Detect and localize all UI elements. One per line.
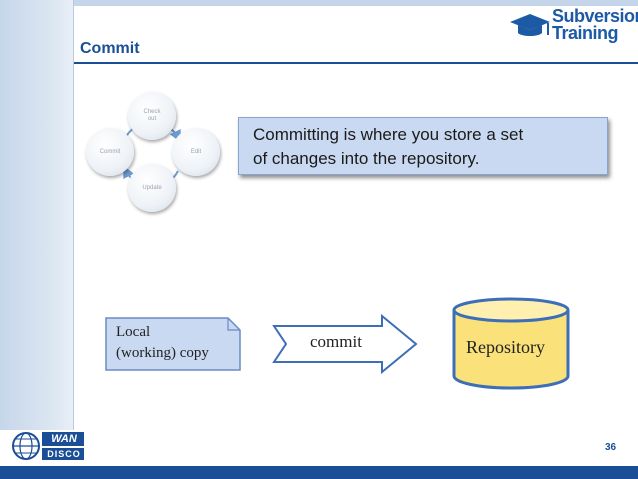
repository-cylinder [452, 297, 570, 390]
page-number: 36 [605, 442, 617, 453]
local-line-2: (working) copy [116, 345, 209, 361]
commit-arrow [272, 314, 418, 374]
disco-text: DISCO [47, 449, 81, 459]
bottom-bar [0, 466, 638, 479]
cycle-edit-label: Edit [190, 148, 202, 155]
local-working-copy: Local (working) copy [104, 316, 242, 372]
commit-arrow-label: commit [310, 332, 362, 351]
definition-callout: Committing is where you store a set of c… [238, 117, 608, 175]
subversion-training-logo: Subversion Training [508, 7, 638, 48]
cycle-checkout-line1: Check [143, 109, 161, 115]
cycle-node-update: Update [128, 164, 176, 212]
top-decorative-rail [74, 0, 638, 6]
repository-label: Repository [466, 337, 545, 357]
brand-line-1: Subversion [552, 6, 638, 26]
cycle-checkout-line2: out [147, 116, 157, 122]
title-underline [74, 62, 638, 64]
cycle-node-commit: Commit [86, 128, 134, 176]
brand-line-2: Training [552, 23, 619, 43]
left-decorative-rail [0, 0, 74, 430]
cycle-commit-label: Commit [99, 148, 121, 155]
slide-title: Commit [80, 40, 140, 57]
wan-text: WAN [51, 433, 77, 445]
wandisco-logo: WAN DISCO [8, 428, 88, 464]
cycle-node-edit: Edit [172, 128, 220, 176]
local-line-1: Local [116, 324, 151, 340]
globe-icon [12, 432, 84, 460]
graduation-cap-icon [510, 14, 550, 36]
callout-line-1: Committing is where you store a set [253, 125, 524, 144]
cycle-update-label: Update [142, 184, 162, 191]
document-shape [105, 317, 241, 371]
callout-line-2: of changes into the repository. [253, 149, 480, 168]
